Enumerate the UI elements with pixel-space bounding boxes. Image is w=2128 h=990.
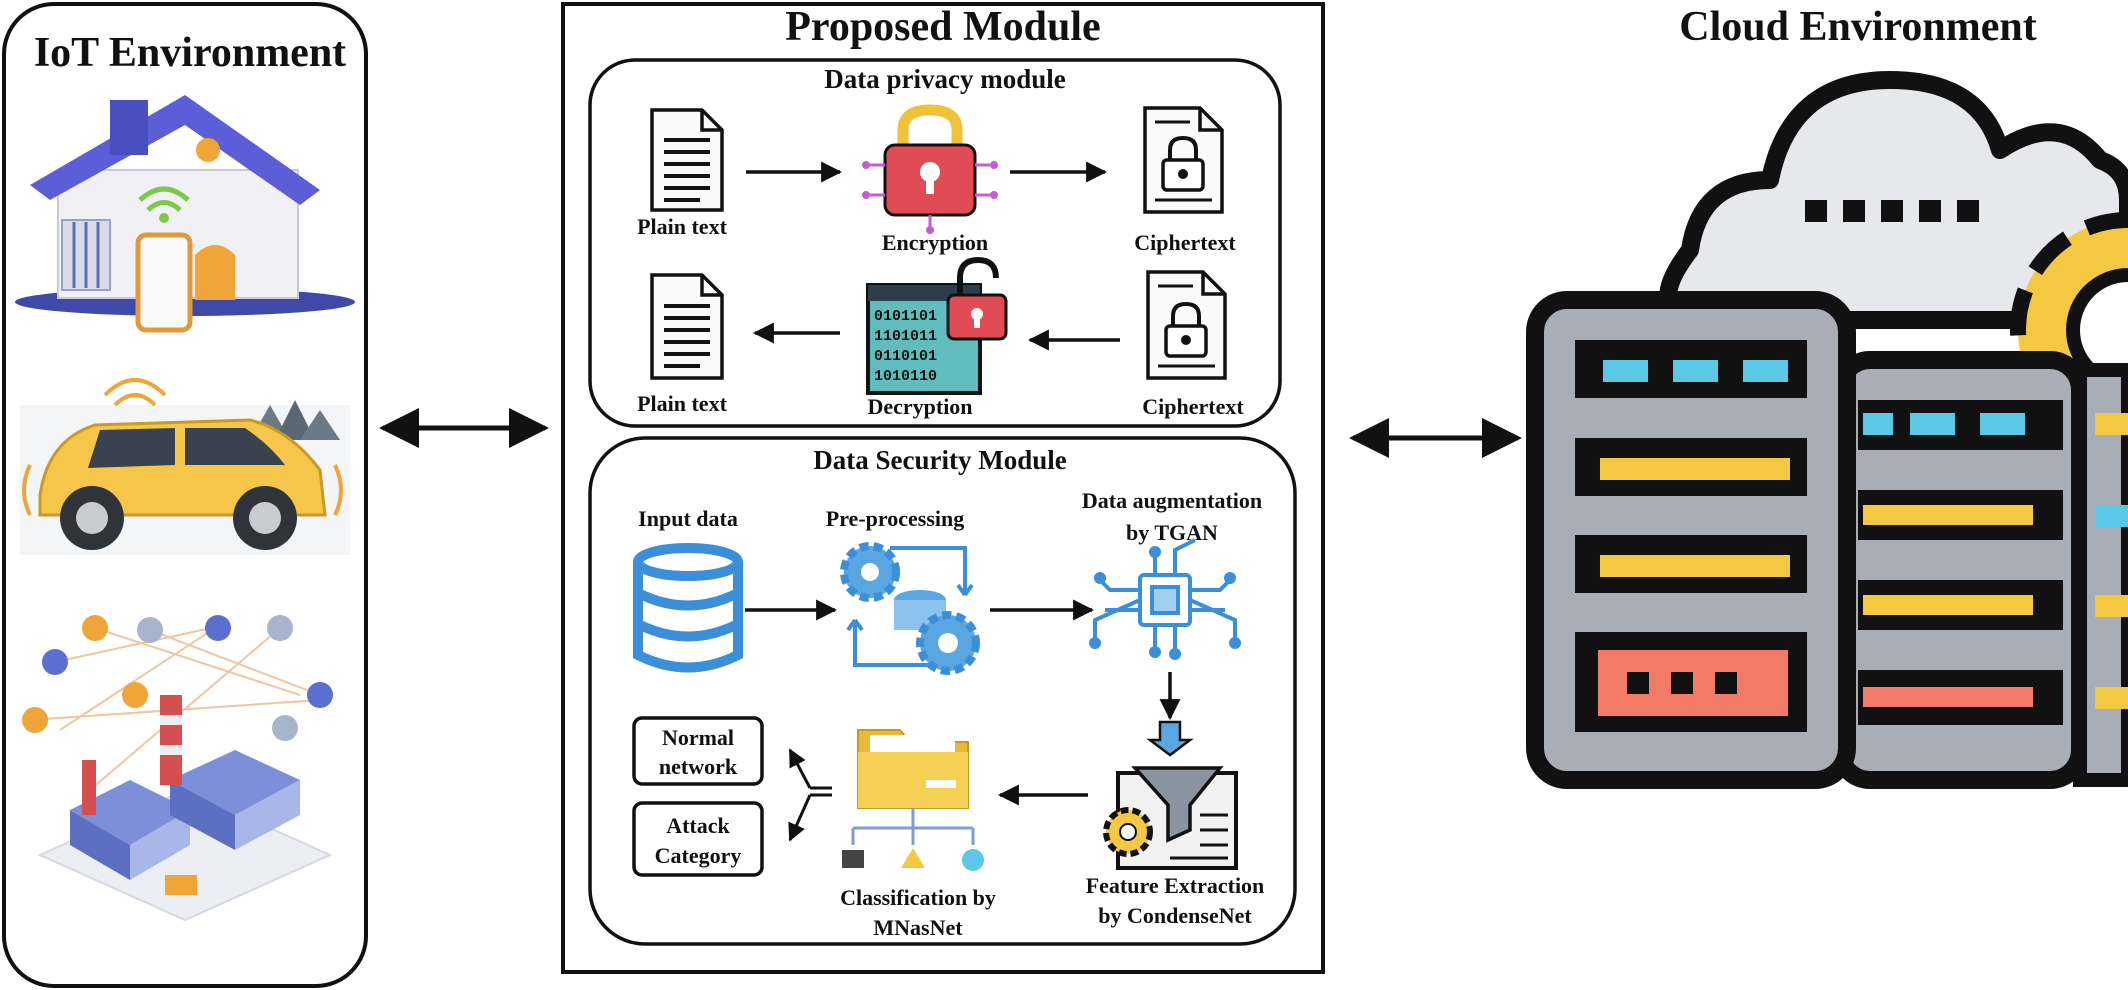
- classification-label-2: MNasNet: [873, 915, 963, 940]
- classification-output-connector: [788, 748, 832, 842]
- iot-environment-panel: IoT Environment: [2, 2, 368, 988]
- privacy-title: Data privacy module: [824, 64, 1066, 94]
- smart-home-icon: [15, 95, 355, 333]
- preprocessing-gears-icon: [840, 542, 980, 675]
- decryption-label: Decryption: [867, 394, 972, 419]
- proposed-title: Proposed Module: [785, 4, 1100, 50]
- feature-label-1: Feature Extraction: [1086, 873, 1265, 898]
- normal-label-2: network: [659, 754, 738, 779]
- ciphertext-label-2: Ciphertext: [1142, 394, 1244, 419]
- classification-label-1: Classification by: [840, 885, 996, 910]
- plain-text-document-icon: [650, 108, 724, 212]
- attack-label-1: Attack: [666, 813, 730, 838]
- data-privacy-module: Data privacy module Plain text: [588, 58, 1282, 428]
- classification-folder-icon: [842, 729, 984, 871]
- cloud-title: Cloud Environment: [1679, 4, 2036, 50]
- ai-chip-icon: [1089, 538, 1241, 660]
- normal-network-output: Normal network: [632, 716, 764, 786]
- data-security-module: Data Security Module Input data Pre-proc…: [588, 436, 1297, 946]
- plain-text-label-2: Plain text: [637, 391, 727, 416]
- svg-text:1101011: 1101011: [874, 328, 937, 345]
- decryption-binary-icon: 0101101 1101011 0110101 1010110: [866, 256, 1008, 395]
- ciphertext-document-icon: [1143, 106, 1224, 214]
- preprocessing-label: Pre-processing: [826, 506, 965, 531]
- augmentation-label-1: Data augmentation: [1082, 488, 1262, 513]
- plain-text-label-1: Plain text: [637, 214, 727, 239]
- cloud-server-icon: [1526, 71, 2128, 789]
- cloud-environment-panel: Cloud Environment: [1526, 4, 2128, 789]
- padlock-icon: [862, 104, 998, 234]
- svg-text:0101101: 0101101: [874, 308, 937, 325]
- database-icon: [633, 543, 743, 673]
- proposed-module-panel: Proposed Module Data privacy module Plai…: [561, 2, 1325, 974]
- ciphertext-label-1: Ciphertext: [1134, 230, 1236, 255]
- attack-label-2: Category: [655, 843, 742, 868]
- security-title: Data Security Module: [813, 445, 1066, 475]
- svg-text:1010110: 1010110: [874, 368, 937, 385]
- input-data-label: Input data: [638, 506, 738, 531]
- normal-label-1: Normal: [662, 725, 734, 750]
- encryption-label: Encryption: [882, 230, 988, 255]
- connected-car-icon: [20, 378, 350, 555]
- smart-factory-icon: [22, 615, 333, 922]
- svg-text:0110101: 0110101: [874, 348, 937, 365]
- attack-category-output: Attack Category: [632, 801, 764, 877]
- plain-text-document-icon: [650, 273, 724, 380]
- feature-label-2: by CondenseNet: [1098, 903, 1252, 928]
- feature-extraction-funnel-icon: [1103, 720, 1238, 870]
- ciphertext-document-icon: [1146, 270, 1227, 380]
- augmentation-label-2: by TGAN: [1126, 520, 1218, 545]
- iot-title: IoT Environment: [34, 30, 346, 76]
